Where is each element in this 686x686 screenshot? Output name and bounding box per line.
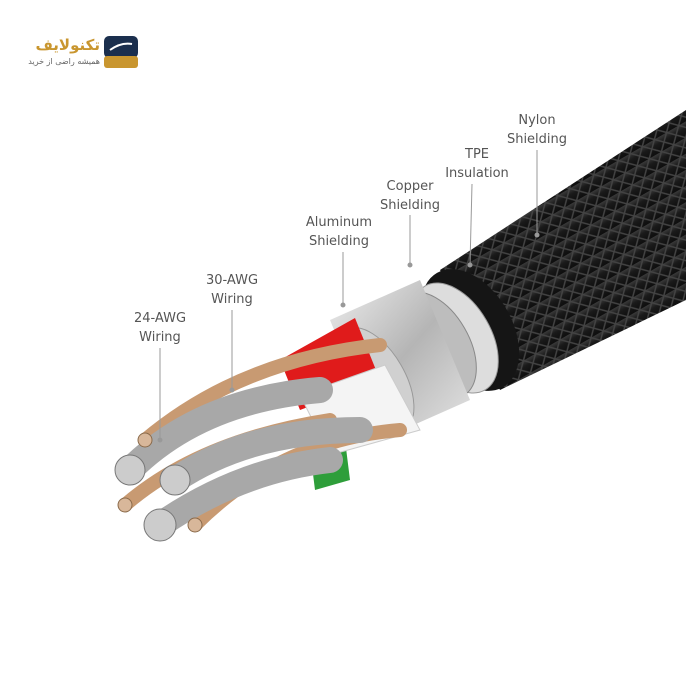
callout-lines [157,150,540,443]
brand-tagline: همیشه راضی از خرید [28,57,100,66]
wire-ends [114,432,203,542]
silver-wires [117,377,373,538]
logo-mark-icon [104,36,138,68]
brand-name: تکنولایف [35,36,100,54]
